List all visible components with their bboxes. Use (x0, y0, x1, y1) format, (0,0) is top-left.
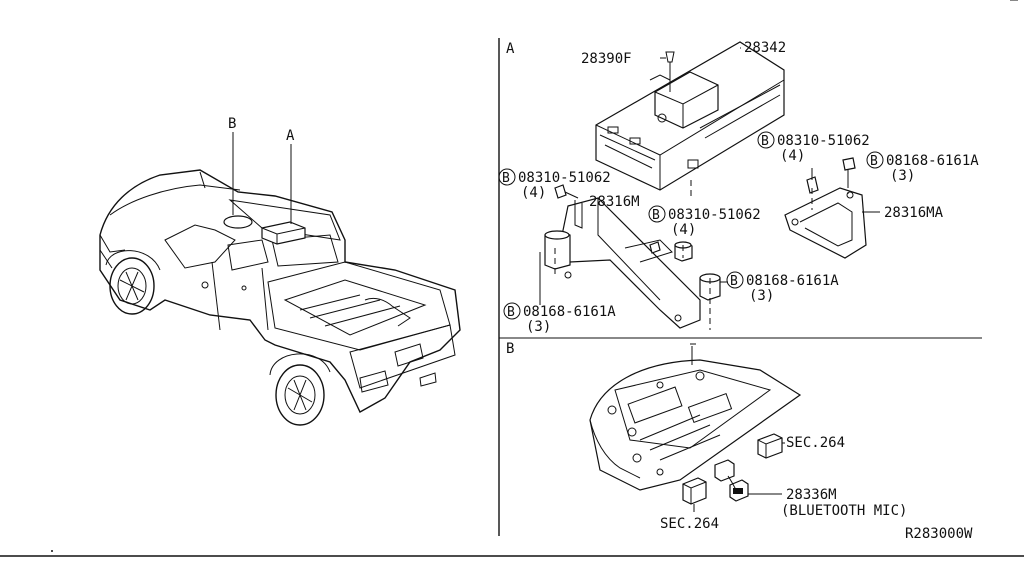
label-08310-left: 08310-51062 (518, 170, 611, 186)
bolt-symbol: B (730, 274, 738, 289)
label-28336M-desc: (BLUETOOTH MIC) (781, 503, 907, 519)
qty-08168-mid: (3) (749, 288, 774, 304)
section-a-leaders (539, 47, 880, 305)
label-sec264-bottom: SEC.264 (660, 516, 719, 532)
label-08310-mid: 08310-51062 (668, 207, 761, 223)
callout-08168-top: B 08168-6161A (3) (866, 151, 979, 184)
label-08168-top: 08168-6161A (886, 153, 979, 169)
diagram-code: R283000W (905, 526, 973, 542)
bluetooth-mic-drawing (714, 459, 749, 502)
bracket-28316MA-drawing (784, 187, 867, 259)
label-sec264-right: SEC.264 (786, 435, 845, 451)
bolt-symbol: B (507, 305, 515, 320)
connector-sec264-bottom (682, 477, 707, 505)
qty-08310-top: (4) (780, 148, 805, 164)
bolt-symbol: B (870, 154, 878, 169)
callout-08310-top: B 08310-51062 (4) (757, 131, 870, 164)
label-08310-top: 08310-51062 (777, 133, 870, 149)
section-b-marker: B (506, 341, 514, 357)
overhead-console-drawing (589, 343, 802, 491)
sensor-28390F-drawing (654, 51, 719, 129)
callout-08168-mid: B 08168-6161A (3) (726, 271, 839, 304)
callout-08310-mid: B 08310-51062 (4) (648, 205, 761, 238)
truck-callout-b: B (228, 116, 236, 132)
qty-08168-top: (3) (890, 168, 915, 184)
callout-08168-bot: B 08168-6161A (3) (503, 302, 616, 335)
connector-sec264-right (757, 433, 783, 459)
bolts-drawing (554, 157, 856, 254)
truck-illustration (99, 132, 461, 426)
label-28316MA: 28316MA (884, 205, 944, 221)
label-28316M: 28316M (589, 194, 640, 210)
qty-08168-bot: (3) (526, 319, 551, 335)
label-28390F: 28390F (581, 51, 632, 67)
label-28342: 28342 (744, 40, 786, 56)
qty-08310-left: (4) (521, 185, 546, 201)
grommets-drawing (544, 230, 721, 301)
section-a-dashed-guides (554, 172, 849, 330)
section-a-marker: A (506, 41, 515, 57)
truck-callout-a: A (286, 128, 295, 144)
section-b-leaders (693, 442, 785, 512)
qty-08310-mid: (4) (671, 222, 696, 238)
bolt-symbol: B (761, 134, 769, 149)
label-08168-mid: 08168-6161A (746, 273, 839, 289)
callout-08310-left: B 08310-51062 (4) (498, 168, 611, 201)
label-28336M: 28336M (786, 487, 837, 503)
bolt-symbol: B (502, 171, 510, 186)
label-08168-bot: 08168-6161A (523, 304, 616, 320)
bolt-symbol: B (652, 208, 660, 223)
